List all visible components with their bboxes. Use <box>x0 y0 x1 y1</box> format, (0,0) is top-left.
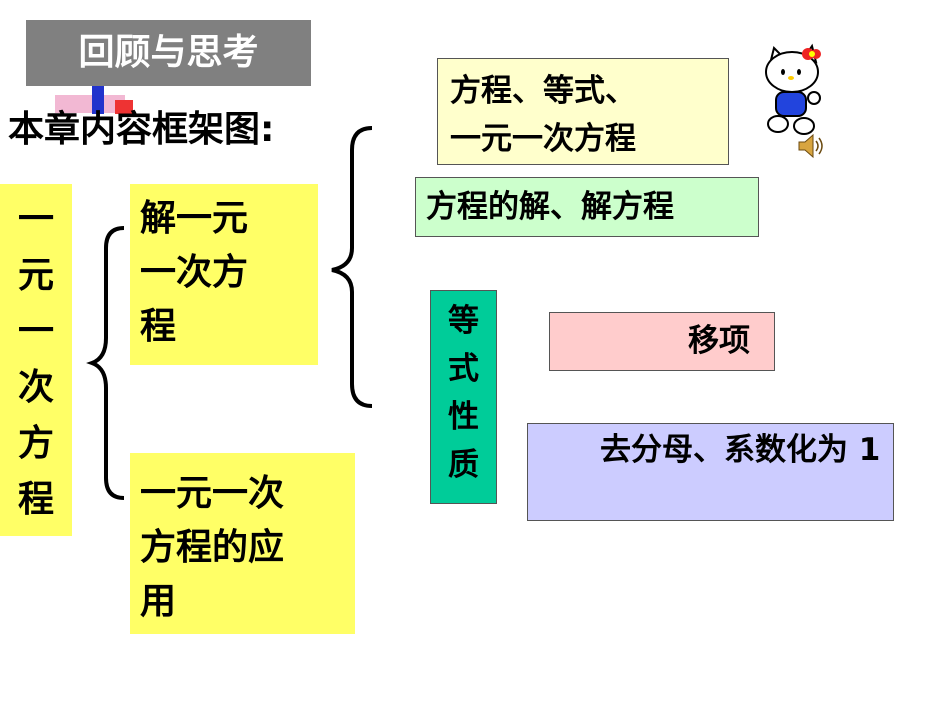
decor-red-square <box>115 100 133 114</box>
topic-char: 元 <box>17 255 54 296</box>
concept-line: 方程、等式、 <box>450 73 636 109</box>
topic-char: 方 <box>17 423 54 464</box>
topic-char: 一 <box>17 199 54 240</box>
hello-kitty-clipart <box>765 43 821 135</box>
topic-box-linear-equation: 一 元 一 次 方 程 <box>0 184 72 536</box>
brace-left <box>86 226 125 500</box>
page-title: 回顾与思考 <box>26 20 311 86</box>
subtopic-box-solving: 解一元 一次方 程 <box>130 184 318 365</box>
decor-blue-bar <box>92 78 104 114</box>
concept-box-denominator: 去分母、系数化为 1 <box>527 423 894 521</box>
concept-char: 等 <box>448 303 479 339</box>
concept-char: 性 <box>448 399 479 435</box>
concept-box-equation-definition: 方程、等式、 一元一次方程 <box>437 58 729 165</box>
framework-subtitle: 本章内容框架图: <box>8 109 275 150</box>
concept-char: 式 <box>448 351 479 387</box>
concept-char: 质 <box>448 447 479 483</box>
subtopic-line: 方程的应 <box>140 527 285 568</box>
brace-right <box>331 126 373 408</box>
concept-box-equality-properties: 等 式 性 质 <box>430 290 497 504</box>
subtopic-line: 一次方 <box>140 252 249 293</box>
concept-box-solution: 方程的解、解方程 <box>415 177 759 237</box>
concept-box-transpose: 移项 <box>549 312 775 371</box>
topic-char: 一 <box>17 311 54 352</box>
topic-char: 程 <box>17 479 54 520</box>
subtopic-box-application: 一元一次 方程的应 用 <box>130 453 355 634</box>
speaker-icon[interactable] <box>796 132 826 160</box>
subtopic-line: 程 <box>140 306 177 347</box>
subtopic-line: 一元一次 <box>140 473 285 514</box>
subtopic-line: 解一元 <box>140 198 249 239</box>
subtopic-line: 用 <box>140 581 177 622</box>
concept-line: 一元一次方程 <box>450 121 636 157</box>
topic-char: 次 <box>17 367 54 408</box>
decor-pink-bar <box>55 95 125 113</box>
